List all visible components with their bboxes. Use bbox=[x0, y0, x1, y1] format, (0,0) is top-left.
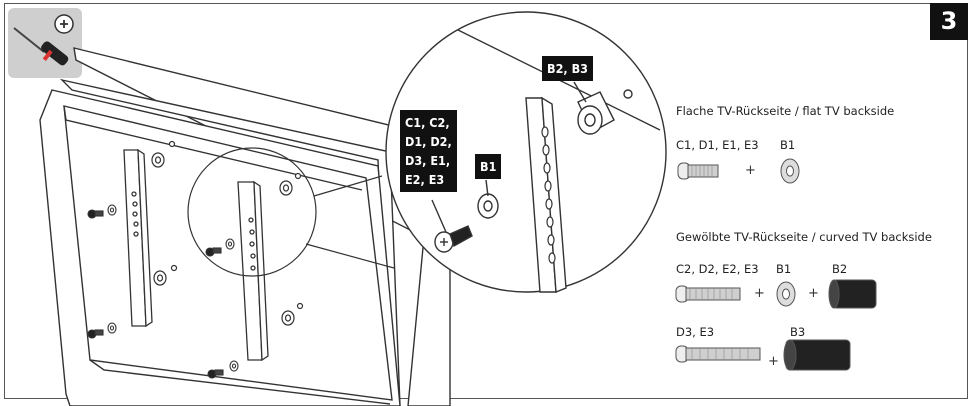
curved-row2-spacer-label: B3 bbox=[790, 325, 806, 339]
tool-panel bbox=[8, 8, 82, 78]
left-bracket bbox=[123, 148, 153, 328]
right-bracket bbox=[237, 180, 269, 362]
flat-parts bbox=[677, 158, 800, 184]
step-number-badge: 3 bbox=[930, 3, 968, 40]
screwdriver-icon bbox=[13, 14, 74, 66]
flat-backside-heading: Flache TV-Rückseite / flat TV backside bbox=[676, 104, 895, 118]
curved-parts-row2 bbox=[675, 339, 851, 371]
magnified-detail bbox=[385, 11, 667, 294]
detail-source-circle bbox=[187, 147, 317, 277]
plus-sign: + bbox=[808, 286, 819, 301]
flat-washer-label: B1 bbox=[780, 138, 796, 152]
curved-row1-spacer-label: B2 bbox=[832, 262, 848, 276]
screws-callout: C1, C2, D1, D2, D3, E1, E2, E3 bbox=[400, 110, 457, 192]
panel-spacers bbox=[151, 140, 304, 326]
plus-sign: + bbox=[768, 354, 779, 369]
curved-backside-heading: Gewölbte TV-Rückseite / curved TV backsi… bbox=[676, 230, 932, 244]
loose-screws bbox=[87, 204, 239, 379]
curved-row2-screw-label: D3, E3 bbox=[676, 325, 715, 339]
spacer-callout: B2, B3 bbox=[542, 56, 593, 81]
curved-row1-washer-label: B1 bbox=[776, 262, 792, 276]
flat-screw-label: C1, D1, E1, E3 bbox=[676, 138, 759, 152]
plus-sign: + bbox=[754, 286, 765, 301]
washer-callout: B1 bbox=[475, 154, 502, 179]
diagram-frame bbox=[4, 3, 968, 399]
curved-row1-screw-label: C2, D2, E2, E3 bbox=[676, 262, 759, 276]
plus-sign: + bbox=[745, 163, 756, 178]
curved-parts-row1 bbox=[675, 279, 877, 309]
